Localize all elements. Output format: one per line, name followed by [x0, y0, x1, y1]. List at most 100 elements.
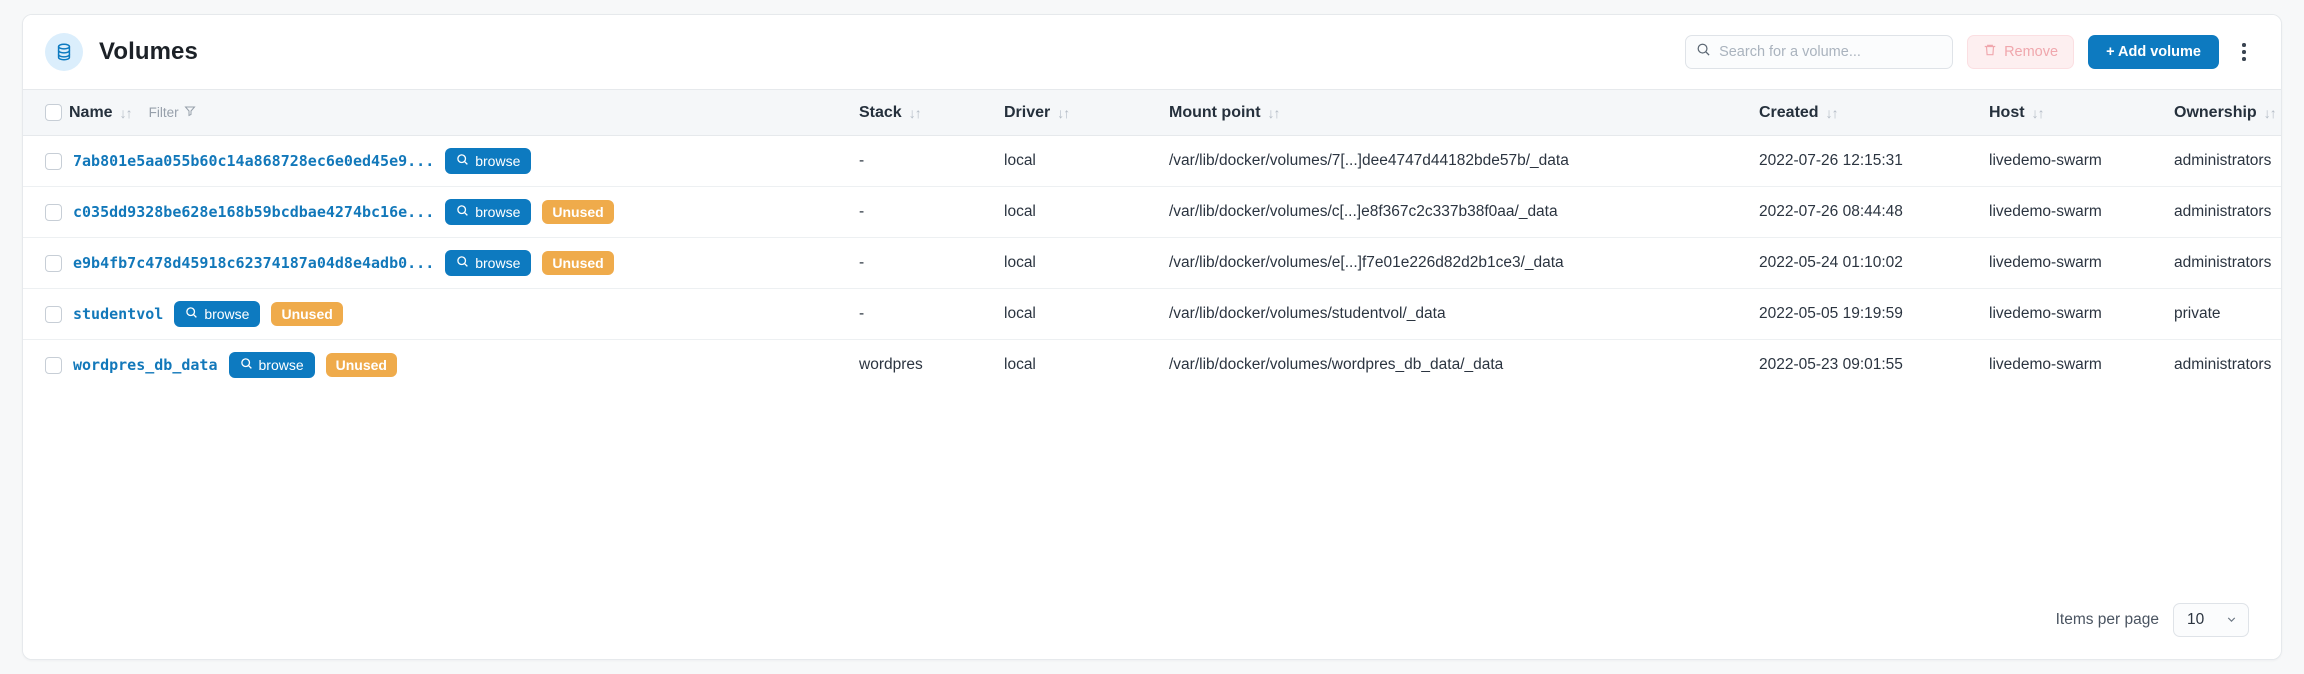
sort-icon[interactable]: ↓↑	[2031, 104, 2045, 121]
cell-stack: -	[851, 237, 996, 289]
sort-icon[interactable]: ↓↑	[1825, 104, 1839, 121]
search-icon	[456, 255, 469, 271]
column-header-driver[interactable]: Driver ↓↑	[996, 90, 1161, 136]
cell-mount-point: /var/lib/docker/volumes/studentvol/_data	[1161, 288, 1751, 340]
browse-button-label: browse	[204, 306, 250, 322]
table-header-row: Name ↓↑ Filter	[23, 89, 2281, 136]
volumes-table: Name ↓↑ Filter	[23, 89, 2281, 391]
remove-button-label: Remove	[2004, 44, 2059, 60]
column-label-ownership: Ownership	[2174, 103, 2257, 121]
row-checkbox[interactable]	[45, 152, 62, 170]
table-row[interactable]: e9b4fb7c478d45918c62374187a04d8e4adb0...…	[23, 237, 2281, 289]
search-icon	[185, 306, 198, 322]
row-checkbox[interactable]	[45, 203, 62, 221]
table-row[interactable]: 7ab801e5aa055b60c14a868728ec6e0ed45e9...…	[23, 135, 2281, 187]
status-badge-unused: Unused	[325, 353, 397, 378]
table-footer: Items per page 10	[23, 581, 2281, 659]
table-row[interactable]: c035dd9328be628e168b59bcdbae4274bc16e...…	[23, 186, 2281, 238]
card-header: Volumes Re	[23, 15, 2281, 89]
browse-button[interactable]: browse	[445, 250, 532, 276]
volume-name-link[interactable]: c035dd9328be628e168b59bcdbae4274bc16e...	[73, 203, 435, 221]
search-box[interactable]	[1685, 35, 1954, 69]
sort-icon[interactable]: ↓↑	[119, 104, 133, 121]
cell-driver: local	[996, 135, 1161, 187]
filter-control[interactable]: Filter	[149, 105, 196, 120]
browse-button[interactable]: browse	[174, 301, 261, 327]
cell-created: 2022-05-24 01:10:02	[1751, 237, 1981, 289]
volume-name-link[interactable]: studentvol	[73, 305, 164, 323]
volume-name-link[interactable]: 7ab801e5aa055b60c14a868728ec6e0ed45e9...	[73, 152, 435, 170]
filter-label: Filter	[148, 105, 179, 120]
items-per-page-select[interactable]: 10	[2173, 603, 2249, 637]
status-badge-unused: Unused	[271, 302, 343, 326]
cell-host: livedemo-swarm	[1981, 237, 2166, 289]
search-icon	[456, 153, 469, 169]
cell-ownership: private	[2166, 288, 2281, 340]
browse-button-label: browse	[258, 357, 304, 374]
column-header-stack[interactable]: Stack ↓↑	[851, 90, 996, 136]
browse-button-label: browse	[475, 153, 521, 169]
page-title: Volumes	[99, 38, 198, 65]
cell-host: livedemo-swarm	[1981, 288, 2166, 340]
column-header-host[interactable]: Host ↓↑	[1981, 90, 2166, 136]
cell-ownership: administrators	[2166, 186, 2281, 238]
sort-icon[interactable]: ↓↑	[2263, 104, 2277, 121]
items-per-page-value: 10	[2187, 611, 2205, 628]
cell-driver: local	[996, 288, 1161, 340]
select-all-checkbox[interactable]	[45, 104, 62, 121]
column-label-created: Created	[1759, 103, 1819, 121]
chevron-down-icon	[2225, 613, 2238, 628]
cell-name: studentvol browse Unused	[23, 288, 851, 340]
cell-driver: local	[996, 186, 1161, 238]
sort-icon[interactable]: ↓↑	[1267, 104, 1281, 121]
table-body: 7ab801e5aa055b60c14a868728ec6e0ed45e9...…	[23, 135, 2281, 391]
cell-mount-point: /var/lib/docker/volumes/7[...]dee4747d44…	[1161, 135, 1751, 187]
row-checkbox[interactable]	[45, 254, 62, 272]
kebab-menu-icon[interactable]	[2233, 37, 2255, 67]
column-header-mount-point[interactable]: Mount point ↓↑	[1161, 90, 1751, 136]
add-volume-button[interactable]: + Add volume	[2088, 35, 2219, 69]
cell-ownership: administrators	[2174, 356, 2272, 374]
cell-ownership: administrators	[2166, 237, 2281, 289]
volume-database-icon	[45, 33, 83, 71]
row-checkbox[interactable]	[45, 305, 62, 323]
row-checkbox[interactable]	[45, 356, 62, 374]
column-header-name[interactable]: Name ↓↑ Filter	[23, 90, 851, 136]
browse-button[interactable]: browse	[445, 199, 532, 225]
cell-mount-point: /var/lib/docker/volumes/c[...]e8f367c2c3…	[1161, 186, 1751, 238]
column-label-mount-point: Mount point	[1169, 103, 1261, 121]
browse-button[interactable]: browse	[228, 352, 315, 379]
sort-icon[interactable]: ↓↑	[908, 104, 922, 121]
search-icon	[456, 204, 469, 220]
cell-name: c035dd9328be628e168b59bcdbae4274bc16e...…	[23, 186, 851, 238]
volume-name-link[interactable]: wordpres_db_data	[73, 356, 218, 375]
cell-created: 2022-05-23 09:01:55	[1759, 356, 1903, 374]
cell-mount-point: /var/lib/docker/volumes/e[...]f7e01e226d…	[1161, 237, 1751, 289]
title-group: Volumes	[45, 33, 198, 71]
column-label-stack: Stack	[859, 103, 902, 121]
column-header-created[interactable]: Created ↓↑	[1751, 90, 1981, 136]
column-label-name: Name	[69, 103, 113, 121]
cell-mount-point: /var/lib/docker/volumes/wordpres_db_data…	[1169, 356, 1504, 374]
search-input[interactable]	[1719, 44, 1943, 60]
cell-created: 2022-07-26 12:15:31	[1751, 135, 1981, 187]
cell-stack: -	[851, 186, 996, 238]
browse-button[interactable]: browse	[445, 148, 532, 174]
cell-stack: -	[851, 135, 996, 187]
funnel-icon	[183, 105, 196, 120]
volume-name-link[interactable]: e9b4fb7c478d45918c62374187a04d8e4adb0...	[73, 254, 435, 272]
browse-button-label: browse	[475, 255, 521, 271]
cell-driver: local	[1004, 356, 1036, 374]
header-actions: Remove + Add volume	[1685, 35, 2255, 69]
column-header-ownership[interactable]: Ownership ↓↑	[2166, 90, 2281, 136]
items-per-page-label: Items per page	[2055, 611, 2159, 628]
status-badge-unused: Unused	[542, 251, 614, 275]
remove-button[interactable]: Remove	[1967, 35, 2075, 69]
volumes-card: Volumes Re	[22, 14, 2282, 660]
cell-created: 2022-05-05 19:19:59	[1751, 288, 1981, 340]
column-label-host: Host	[1989, 103, 2025, 121]
sort-icon[interactable]: ↓↑	[1057, 104, 1070, 121]
